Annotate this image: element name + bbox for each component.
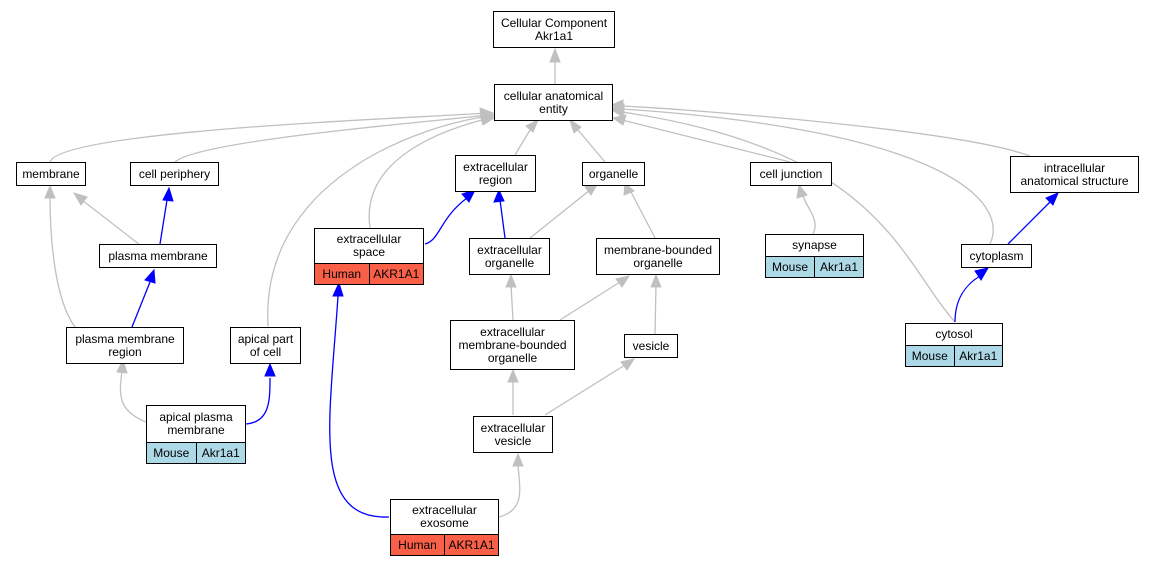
node-vesicle[interactable]: vesicle bbox=[624, 334, 678, 358]
edge-cytosol-to-cytoplasm bbox=[954, 275, 981, 323]
species-badge: Human bbox=[391, 535, 444, 555]
annotation-badges: Human AKR1A1 bbox=[315, 263, 423, 284]
gene-badge: Akr1a1 bbox=[814, 257, 863, 277]
edge-ecorganelle-to-organelle bbox=[529, 189, 591, 239]
node-organelle[interactable]: organelle bbox=[582, 162, 645, 186]
edge-exosome-to-ecvesicle bbox=[498, 464, 521, 518]
node-plasma-membrane[interactable]: plasma membrane bbox=[99, 244, 217, 268]
edge-cytoplasm-to-cae bbox=[621, 108, 994, 245]
edge-ecspace-to-cae bbox=[368, 117, 491, 229]
gene-badge: AKR1A1 bbox=[368, 264, 423, 284]
annotation-badges: Mouse Akr1a1 bbox=[147, 442, 245, 463]
annotation-badges: Mouse Akr1a1 bbox=[906, 345, 1002, 366]
gene-badge: AKR1A1 bbox=[444, 535, 498, 555]
annotation-badges: Human AKR1A1 bbox=[391, 534, 498, 555]
edge-cytoplasm-to-intracellular bbox=[1007, 201, 1051, 245]
edge-cellperiphery-to-cae bbox=[174, 114, 489, 163]
node-cytosol[interactable]: cytosol Mouse Akr1a1 bbox=[905, 323, 1003, 367]
species-badge: Mouse bbox=[766, 257, 814, 277]
edge-apicalpm-to-pmregion bbox=[119, 369, 147, 423]
gene-badge: Akr1a1 bbox=[195, 443, 245, 463]
annotation-badges: Mouse Akr1a1 bbox=[766, 256, 863, 277]
edge-plasmamembrane-to-membrane bbox=[81, 199, 141, 246]
edge-mbo-to-organelle bbox=[629, 189, 656, 239]
edge-organelle-to-cae bbox=[577, 129, 606, 163]
edge-membrane-to-cae bbox=[49, 112, 488, 163]
edge-celljunction-to-cae bbox=[621, 119, 791, 163]
edge-pmregion-to-plasmamembrane bbox=[131, 281, 151, 328]
species-badge: Human bbox=[315, 264, 369, 284]
edge-plasmamembrane-to-cellperiphery bbox=[159, 199, 168, 245]
edge-ecspace-to-ecregion bbox=[424, 197, 468, 245]
edge-ecmbo-to-ecorganelle bbox=[510, 284, 514, 321]
node-cell-periphery[interactable]: cell periphery bbox=[130, 162, 219, 186]
edge-intracellular-to-cae bbox=[621, 105, 1031, 157]
edge-apicalpm-to-apicalpart bbox=[245, 377, 271, 425]
edge-vesicle-to-mbo bbox=[654, 284, 657, 335]
edge-pmregion-to-membrane bbox=[49, 195, 76, 328]
edge-ecvesicle-to-vesicle bbox=[544, 364, 626, 416]
species-badge: Mouse bbox=[906, 346, 954, 366]
species-badge: Mouse bbox=[147, 443, 196, 463]
node-cell-junction[interactable]: cell junction bbox=[750, 162, 832, 186]
node-synapse[interactable]: synapse Mouse Akr1a1 bbox=[765, 234, 864, 278]
edge-ecregion-to-cae bbox=[514, 129, 531, 156]
edge-cytosol-to-cae bbox=[621, 111, 956, 323]
edge-ecorganelle-to-ecregion bbox=[499, 199, 506, 239]
edge-celljunction-synapse bbox=[802, 195, 816, 235]
node-membrane[interactable]: membrane bbox=[16, 162, 86, 186]
gene-badge: Akr1a1 bbox=[953, 346, 1002, 366]
node-cytoplasm[interactable]: cytoplasm bbox=[961, 244, 1032, 268]
edge-apicalpart-to-cae bbox=[267, 115, 491, 327]
edge-exosome-to-ecspace bbox=[329, 295, 390, 518]
edge-ecmbo-to-mbo bbox=[559, 281, 621, 321]
